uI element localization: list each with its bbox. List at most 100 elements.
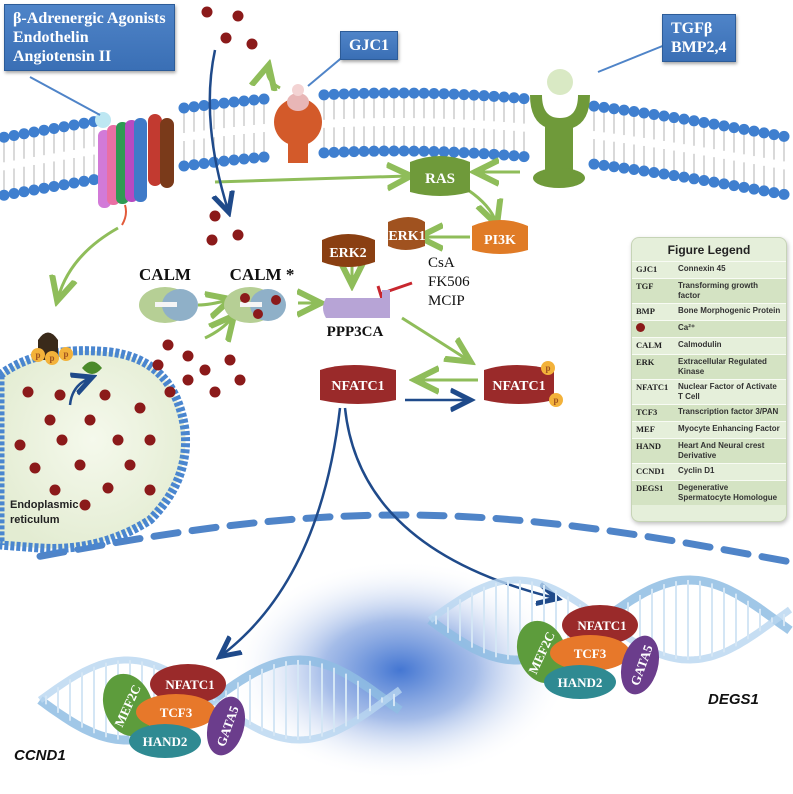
calcium-ion [113, 435, 124, 446]
bmp-label: BMP2,4 [671, 38, 727, 57]
lipid-head [339, 146, 350, 157]
nuclear-envelope-segment [534, 522, 558, 525]
lipid-head [179, 161, 190, 172]
legend-value: Extracellular Regulated Kinase [678, 357, 782, 377]
legend-key: BMP [636, 306, 678, 318]
calcium-ion [145, 485, 156, 496]
calcium-ion [80, 500, 91, 511]
nuclear-envelope-segment [154, 533, 178, 537]
lipid-head [749, 126, 760, 137]
lipid-head [39, 125, 50, 136]
er-label-line1: Endoplasmic [10, 499, 78, 511]
nuclear-envelope-segment [724, 550, 748, 554]
calcium-ion [15, 440, 26, 451]
calcium-ion [55, 390, 66, 401]
lipid-head [519, 93, 530, 104]
lipid-head [489, 149, 500, 160]
phospho-label-1: p [545, 363, 550, 373]
calcium-ion [30, 463, 41, 474]
legend-title: Figure Legend [632, 243, 786, 257]
lipid-head [439, 146, 450, 157]
lipid-head [249, 152, 260, 163]
lipid-head [779, 189, 790, 200]
lipid-head [259, 94, 270, 105]
calcium-ion [221, 33, 232, 44]
calcium-ion [247, 39, 258, 50]
lipid-head [599, 160, 610, 171]
lipid-head [509, 150, 520, 161]
erk1-label: ERK1 [388, 229, 425, 244]
legend-key: HAND [636, 441, 678, 461]
lipid-head [719, 120, 730, 131]
legend-value: Nuclear Factor of Activate T Cell [678, 382, 782, 402]
lipid-head [759, 127, 770, 138]
calm-inactive [139, 287, 198, 323]
lipid-head [689, 173, 700, 184]
er-phospho-3: p [63, 349, 68, 359]
lipid-head [19, 128, 30, 139]
arrow-ppp3ca-to-nfatc1 [402, 318, 468, 360]
tgf-callout-line [598, 45, 665, 72]
lipid-head [429, 88, 440, 99]
lipid-head [509, 92, 520, 103]
lipid-head [59, 121, 70, 132]
calcium-ion [135, 403, 146, 414]
lipid-head [769, 129, 780, 140]
agonist-callout-line [30, 77, 100, 115]
lipid-head [409, 88, 420, 99]
lipid-head [239, 153, 250, 164]
nuclear-envelope-segment [496, 518, 520, 520]
lipid-head [419, 146, 430, 157]
lipid-head [759, 185, 770, 196]
calcium-ion [50, 485, 61, 496]
erk2-label: ERK2 [329, 246, 366, 261]
complex-left-nfatc1: NFATC1 [165, 677, 214, 692]
lipid-head [199, 100, 210, 111]
calcium-ion [163, 340, 174, 351]
lipid-head [439, 88, 450, 99]
lipid-head [739, 182, 750, 193]
agonist-endothelin: Endothelin [13, 28, 166, 47]
calcium-ion [235, 375, 246, 386]
arrow-ras-to-pi3k [468, 190, 496, 222]
legend-value: Degenerative Spermatocyte Homologue [678, 483, 782, 503]
legend-key: GJC1 [636, 264, 678, 276]
lipid-head [79, 118, 90, 129]
lipid-head [189, 159, 200, 170]
lipid-head [249, 94, 260, 105]
calcium-ion [233, 230, 244, 241]
lipid-head [339, 88, 350, 99]
lipid-head [699, 117, 710, 128]
lipid-head [499, 150, 510, 161]
nuclear-envelope-segment [230, 523, 254, 526]
legend-key: DEGS1 [636, 483, 678, 503]
arrow-receptor-to-ras [215, 176, 408, 182]
lipid-head [709, 177, 720, 188]
lipid-head [699, 175, 710, 186]
legend-key: NFATC1 [636, 382, 678, 402]
lipid-head [659, 110, 670, 121]
lipid-head [499, 92, 510, 103]
lipid-head [669, 170, 680, 181]
lipid-head [89, 174, 100, 185]
lipid-head [189, 101, 200, 112]
legend-key: CCND1 [636, 466, 678, 478]
lipid-head [379, 88, 390, 99]
lipid-head [619, 163, 630, 174]
lipid-head [389, 88, 400, 99]
arrow-ca-to-calm [205, 318, 232, 338]
calm-active [224, 287, 286, 323]
tgf-receptor [530, 69, 590, 188]
gjc1-channel [274, 84, 322, 163]
lipid-head [399, 146, 410, 157]
calcium-ion [210, 211, 221, 222]
lipid-head [319, 89, 330, 100]
nuclear-envelope-segment [686, 543, 710, 547]
calcium-ion [45, 415, 56, 426]
